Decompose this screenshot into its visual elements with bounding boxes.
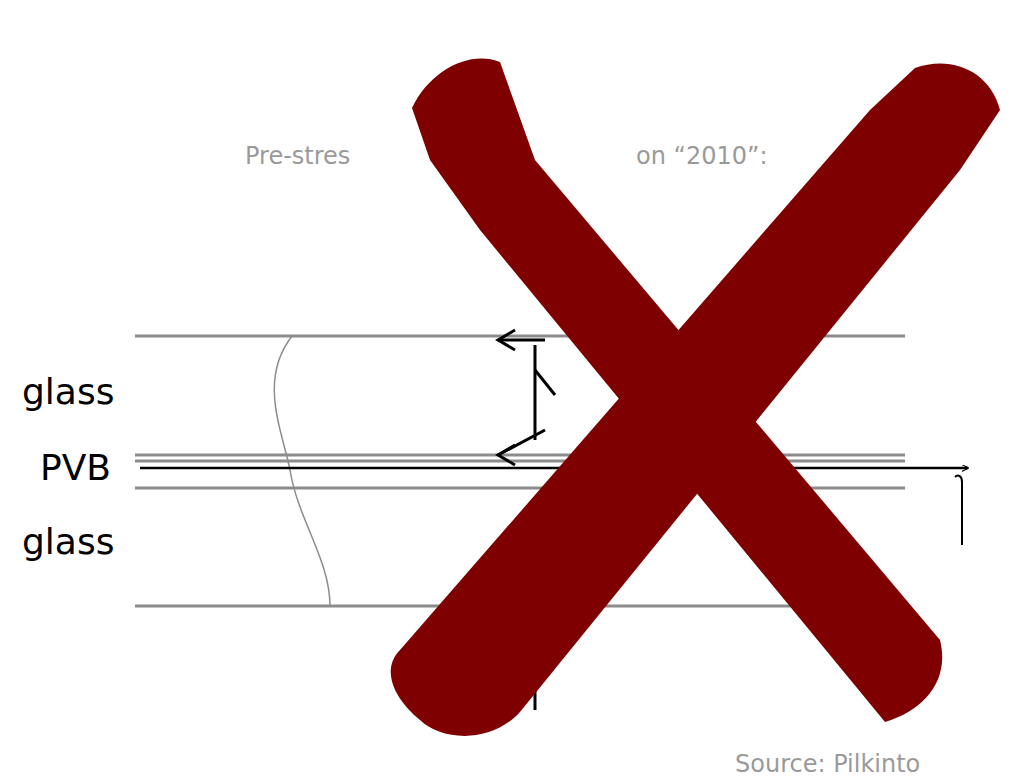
layer-label: glass — [22, 374, 114, 410]
layer-label: PVB — [40, 450, 111, 486]
cross-stroke — [391, 63, 1000, 735]
profile-arrow — [498, 339, 545, 342]
profile-line — [534, 345, 537, 440]
pvb-surface — [135, 454, 905, 457]
profile-line — [535, 370, 555, 395]
axis-tick — [955, 476, 962, 545]
profile-line — [498, 430, 545, 455]
source-note: Source: Pilkinto — [735, 752, 920, 776]
cross-mark — [391, 59, 1000, 736]
heading-fragment: Pre-stres — [245, 144, 350, 168]
stress-curve — [274, 336, 330, 606]
heading-fragment: on “2010”: — [636, 144, 768, 168]
axis-arrow — [140, 467, 968, 470]
layer-label: glass — [22, 524, 114, 560]
